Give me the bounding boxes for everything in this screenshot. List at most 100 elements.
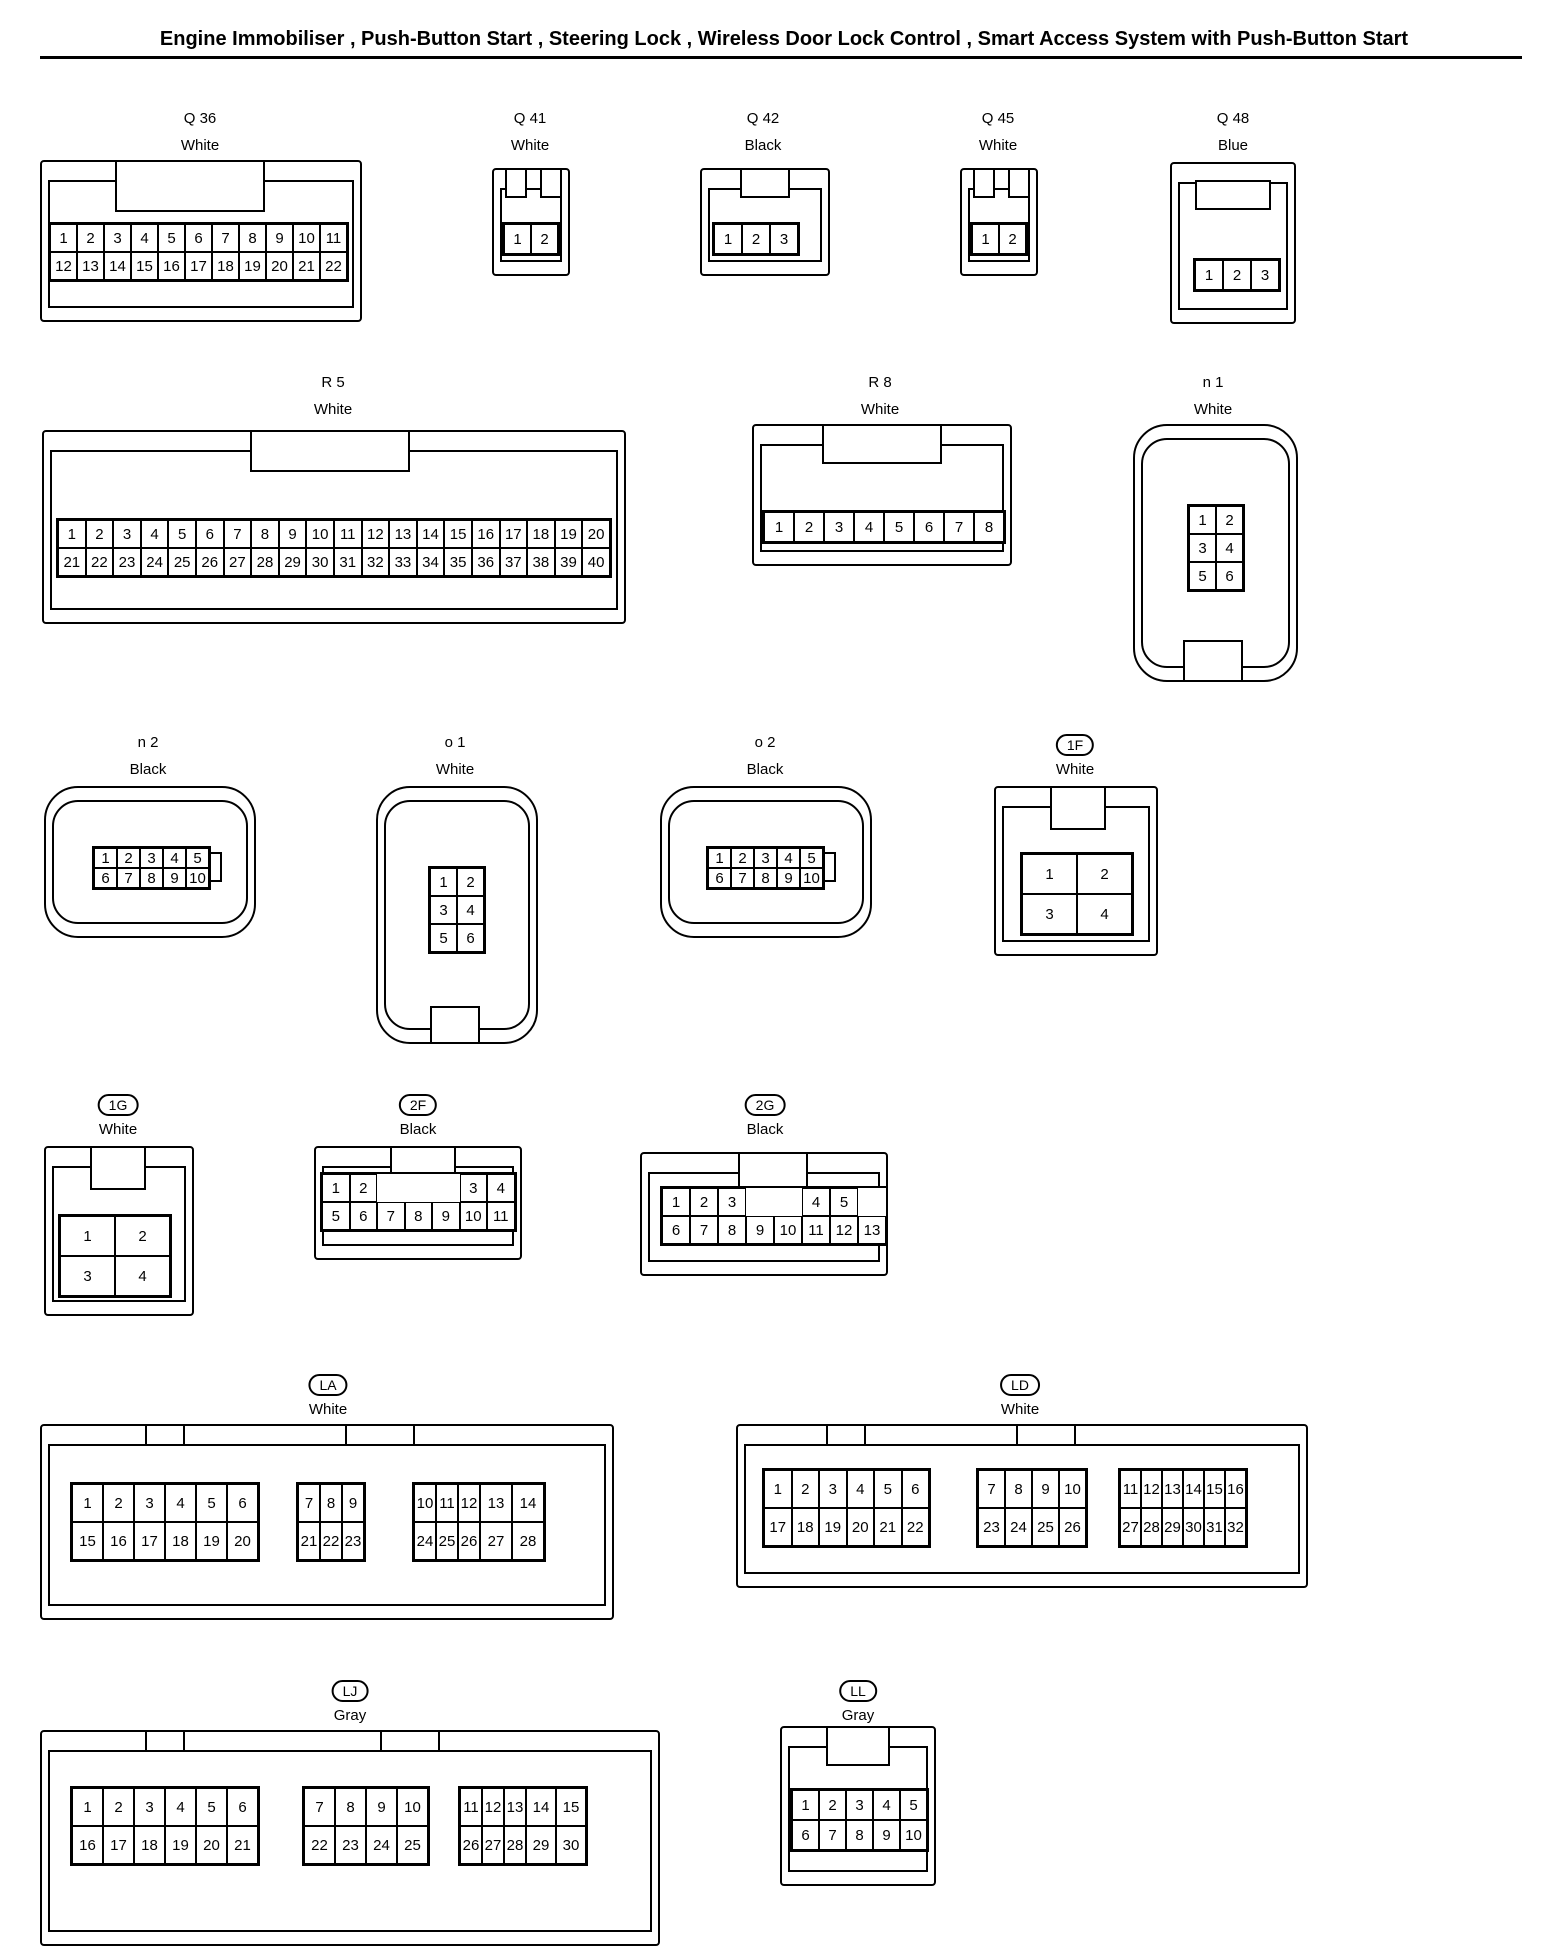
pin-cell: 7	[731, 868, 754, 888]
pin-cell-empty	[858, 1188, 886, 1216]
pin-cell: 9	[342, 1484, 364, 1522]
pin-cell: 19	[554, 520, 583, 548]
pin-cell: 8	[846, 1820, 873, 1850]
pin-cell: 27	[480, 1522, 512, 1560]
pin-cell: 1	[792, 1790, 819, 1820]
pin-cell: 23	[335, 1826, 366, 1864]
pin-cell: 4	[165, 1788, 196, 1826]
pin-cell: 5	[800, 848, 823, 868]
pin-cell: 4	[802, 1188, 830, 1216]
latch-tab	[1050, 786, 1106, 830]
pin-cell: 2	[791, 1470, 819, 1508]
pin-cell: 5	[196, 1484, 227, 1522]
pin-cell: 1	[972, 224, 999, 254]
pin-cell: 39	[554, 548, 583, 576]
pin-cell: 10	[414, 1484, 436, 1522]
pin-cell: 30	[306, 548, 334, 576]
pin-cell: 20	[846, 1508, 874, 1546]
pin-cell: 10	[1059, 1470, 1086, 1508]
pin-cell: 19	[196, 1522, 227, 1560]
pin-cell: 17	[103, 1826, 134, 1864]
connector-housing-inner	[52, 800, 248, 924]
pin-cell: 24	[140, 548, 169, 576]
title-divider	[40, 56, 1522, 59]
connector-color: Black	[746, 1121, 784, 1138]
pin-cell: 1	[1189, 506, 1216, 534]
pin-cell: 11	[1120, 1470, 1141, 1508]
pin-cell: 25	[436, 1522, 458, 1560]
pin-cell: 5	[430, 924, 457, 952]
pin-cell: 5	[884, 512, 914, 542]
connector-housing-inner	[48, 1750, 652, 1932]
connector-color: White	[1000, 1401, 1040, 1418]
pin-cell: 3	[819, 1470, 847, 1508]
pin-cell-empty	[774, 1188, 802, 1216]
pin-cell: 6	[349, 1202, 377, 1230]
pin-cell: 26	[458, 1522, 480, 1560]
pin-cell: 23	[342, 1522, 364, 1560]
pin-cell: 8	[718, 1216, 746, 1244]
pin-cell: 2	[117, 848, 140, 868]
latch-tab	[826, 1424, 866, 1446]
pin-cell: 15	[1204, 1470, 1225, 1508]
pin-cell: 1	[504, 224, 531, 254]
pin-cell: 7	[212, 224, 239, 252]
connector-code: 1F	[1055, 734, 1095, 756]
connector-housing-inner	[500, 188, 562, 262]
pin-cell: 30	[1183, 1508, 1204, 1546]
pin-cell: 21	[874, 1508, 902, 1546]
pin-cell: 3	[770, 224, 798, 254]
pin-cell: 20	[227, 1522, 258, 1560]
pin-cell: 17	[134, 1522, 165, 1560]
connector-color: Gray	[333, 1707, 367, 1724]
pin-cell: 13	[389, 520, 417, 548]
connector-color: White	[180, 137, 220, 154]
pin-cell: 26	[460, 1826, 482, 1864]
pin-cell: 5	[186, 848, 209, 868]
latch-tab	[740, 168, 790, 198]
pin-cell: 11	[460, 1788, 482, 1826]
pin-cell: 2	[1216, 506, 1243, 534]
pin-cell: 10	[459, 1202, 487, 1230]
connector-code: Q 41	[513, 110, 547, 127]
pin-cell: 2	[1077, 854, 1132, 894]
pin-cell: 7	[117, 868, 140, 888]
pin-cell-empty	[377, 1174, 405, 1202]
pin-cell: 9	[366, 1788, 397, 1826]
pin-cell: 7	[978, 1470, 1005, 1508]
connector-color: Black	[744, 137, 782, 154]
pin-cell: 15	[72, 1522, 103, 1560]
pin-cell: 10	[774, 1216, 802, 1244]
pin-cell: 2	[1223, 260, 1251, 290]
pin-cell: 10	[186, 868, 209, 888]
pin-cell: 14	[104, 252, 131, 280]
pin-cell: 25	[168, 548, 196, 576]
pin-cell: 3	[104, 224, 131, 252]
pin-cell: 2	[731, 848, 754, 868]
pin-cell: 38	[527, 548, 555, 576]
pin-cell: 6	[185, 224, 212, 252]
pin-cell: 4	[1216, 534, 1243, 562]
pin-cell: 1	[708, 848, 731, 868]
pin-cell: 18	[212, 252, 239, 280]
pin-cell: 5	[900, 1790, 927, 1820]
pin-cell: 17	[185, 252, 212, 280]
pin-cell: 9	[266, 224, 293, 252]
latch-tab	[430, 1006, 480, 1044]
pin-cell: 12	[361, 520, 390, 548]
pin-cell: 21	[58, 548, 86, 576]
pin-cell: 27	[223, 548, 252, 576]
pin-cell: 13	[77, 252, 104, 280]
connector-code: LL	[839, 1680, 877, 1702]
pin-cell: 2	[103, 1788, 134, 1826]
latch-tab	[380, 1730, 440, 1752]
pin-cell: 1	[764, 1470, 792, 1508]
pin-cell: 1	[50, 224, 77, 252]
